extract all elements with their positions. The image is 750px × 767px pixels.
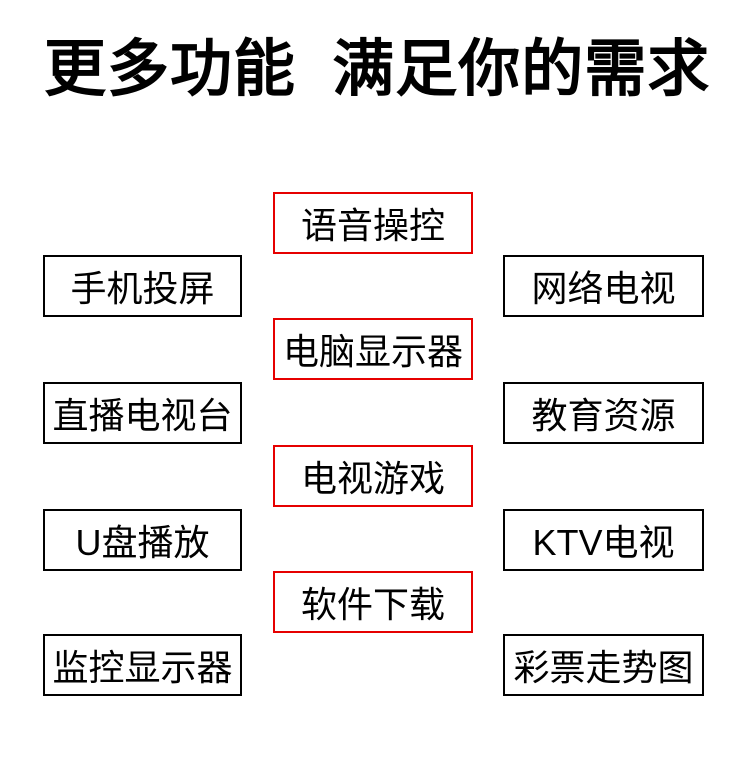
feature-label: 彩票走势图 (513, 647, 694, 688)
feature-box-live-tv-stations: 直播电视台 (43, 382, 242, 444)
feature-box-lottery-trend-chart: 彩票走势图 (503, 634, 704, 696)
feature-label: 手机投屏 (70, 268, 215, 309)
feature-box-tv-games: 电视游戏 (273, 445, 473, 507)
feature-label: 软件下载 (300, 584, 445, 625)
feature-label: 语音操控 (300, 205, 445, 246)
feature-label: 教育资源 (531, 395, 676, 436)
feature-label: 电脑显示器 (282, 331, 463, 372)
feature-box-phone-screen-mirroring: 手机投屏 (43, 255, 242, 317)
feature-label: U盘播放 (75, 522, 210, 563)
feature-label: 网络电视 (531, 268, 676, 309)
feature-box-ktv-tv: KTV电视 (503, 509, 704, 571)
feature-box-surveillance-monitor: 监控显示器 (43, 634, 242, 696)
feature-box-computer-monitor: 电脑显示器 (273, 318, 473, 380)
feature-label: 电视游戏 (300, 458, 445, 499)
page-title: 更多功能 满足你的需求 (44, 35, 711, 104)
feature-label: 直播电视台 (52, 395, 233, 436)
feature-label: KTV电视 (532, 522, 675, 563)
feature-box-internet-tv: 网络电视 (503, 255, 704, 317)
feature-label: 监控显示器 (52, 647, 233, 688)
feature-box-education-resources: 教育资源 (503, 382, 704, 444)
feature-box-software-download: 软件下载 (273, 571, 473, 633)
feature-box-usb-playback: U盘播放 (43, 509, 242, 571)
feature-box-voice-control: 语音操控 (273, 192, 473, 254)
